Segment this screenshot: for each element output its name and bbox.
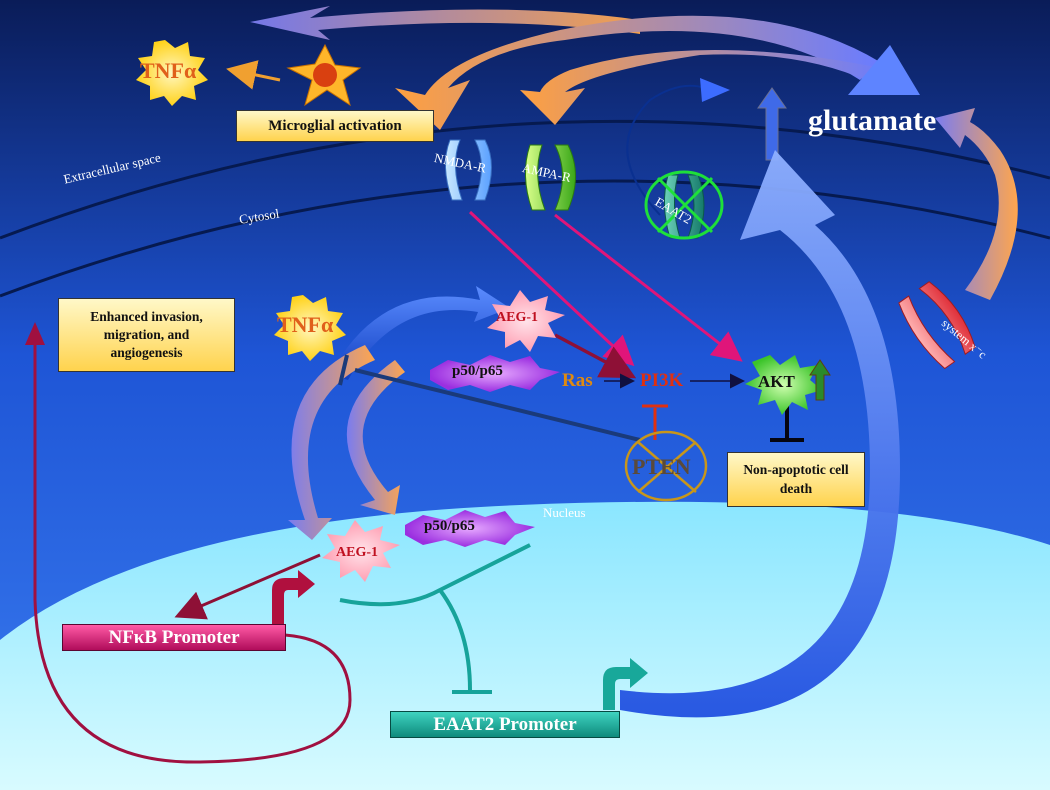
- aeg1-to-nfkb-arrow: [174, 553, 321, 620]
- nfkb-promoter-box: NFκB Promoter: [62, 624, 286, 651]
- tnf-top-label: TNFα: [140, 58, 197, 83]
- akt-label: AKT: [758, 372, 795, 391]
- tnf-top-sun-icon: [136, 40, 208, 106]
- membrane-outer: [0, 119, 1050, 240]
- aeg1-to-pi3k-arrow: [554, 333, 637, 379]
- pten-cross-2: [637, 441, 697, 493]
- microglial-activation-box: Microglial activation: [236, 110, 434, 142]
- membrane-inner: [0, 179, 1050, 298]
- eaat2-cross-circle-icon: [644, 170, 724, 240]
- enhanced-invasion-box: Enhanced invasion, migration, and angiog…: [58, 298, 235, 372]
- nucleus-region: [0, 501, 1050, 790]
- glutamate-up-arrow: [757, 87, 787, 161]
- non-apoptotic-box: Non-apoptotic cell death: [727, 452, 865, 507]
- glutamate-label: glutamate: [808, 104, 937, 137]
- glutamate-to-ampa-arrow: [520, 50, 890, 125]
- nmda-to-pi3k-arrow: [468, 210, 635, 367]
- pi3k-label: PI3K: [640, 370, 684, 391]
- nfkb-feedback-loop: [33, 340, 352, 764]
- tnf-to-nucleus-arrow-1: [288, 345, 375, 540]
- p50p65-cyto-star-icon: [430, 355, 560, 392]
- glutamate-source-triangle: [848, 45, 920, 95]
- eaat2-cross-2: [656, 176, 714, 234]
- tnf-mid-label: TNFα: [277, 312, 334, 337]
- aeg1-nuc-label: AEG-1: [336, 545, 378, 560]
- system-xc-transporter-icon: [898, 281, 976, 370]
- microglia-nucleus-icon: [313, 63, 337, 87]
- nfkb-feedback-head: [25, 322, 45, 345]
- ampa-receptor-icon: [524, 144, 576, 211]
- p50p65-nuc-label: p50/p65: [424, 518, 475, 534]
- akt-star-icon: [745, 355, 822, 415]
- complex-inhibition-stem: [438, 588, 472, 691]
- ampa-to-akt-arrow: [554, 213, 743, 362]
- nmda-receptor-icon: [445, 139, 492, 201]
- aeg1-nuc-star-icon: [322, 520, 400, 582]
- pten-label: PTEN: [632, 454, 691, 479]
- tnf-to-nucleus-arrow-2: [346, 360, 405, 515]
- microglia-to-tnf-arrow: [226, 60, 281, 90]
- system-xc-arrow: [935, 108, 1018, 300]
- top-arc-arrow: [250, 6, 640, 40]
- p50p65-cyto-label: p50/p65: [452, 363, 503, 379]
- aeg1-cyto-star-icon: [487, 290, 565, 352]
- pten-inhibit-line: [354, 368, 641, 442]
- aeg1-cyto-label: AEG-1: [496, 310, 538, 325]
- nfkb-transcription-arrow-icon: [272, 570, 315, 625]
- akt-up-arrow-icon: [809, 359, 831, 401]
- eaat2-loop-arrow: [626, 84, 706, 216]
- pten-inhibit-bar: [338, 354, 349, 386]
- ras-label: Ras: [562, 370, 593, 391]
- eaat2-loop-head: [700, 78, 730, 102]
- glutamate-return-arrow: [395, 15, 880, 130]
- nucleus-label: Nucleus: [543, 505, 586, 520]
- eaat2-transcription-arrow-icon: [603, 658, 648, 710]
- eaat2-promoter-box: EAAT2 Promoter: [390, 711, 620, 738]
- pten-circle-icon: [624, 430, 708, 502]
- cytosol-blue-arc: [330, 286, 510, 380]
- p50p65-nuc-star-icon: [405, 510, 535, 547]
- tnf-mid-sun-icon: [274, 295, 346, 361]
